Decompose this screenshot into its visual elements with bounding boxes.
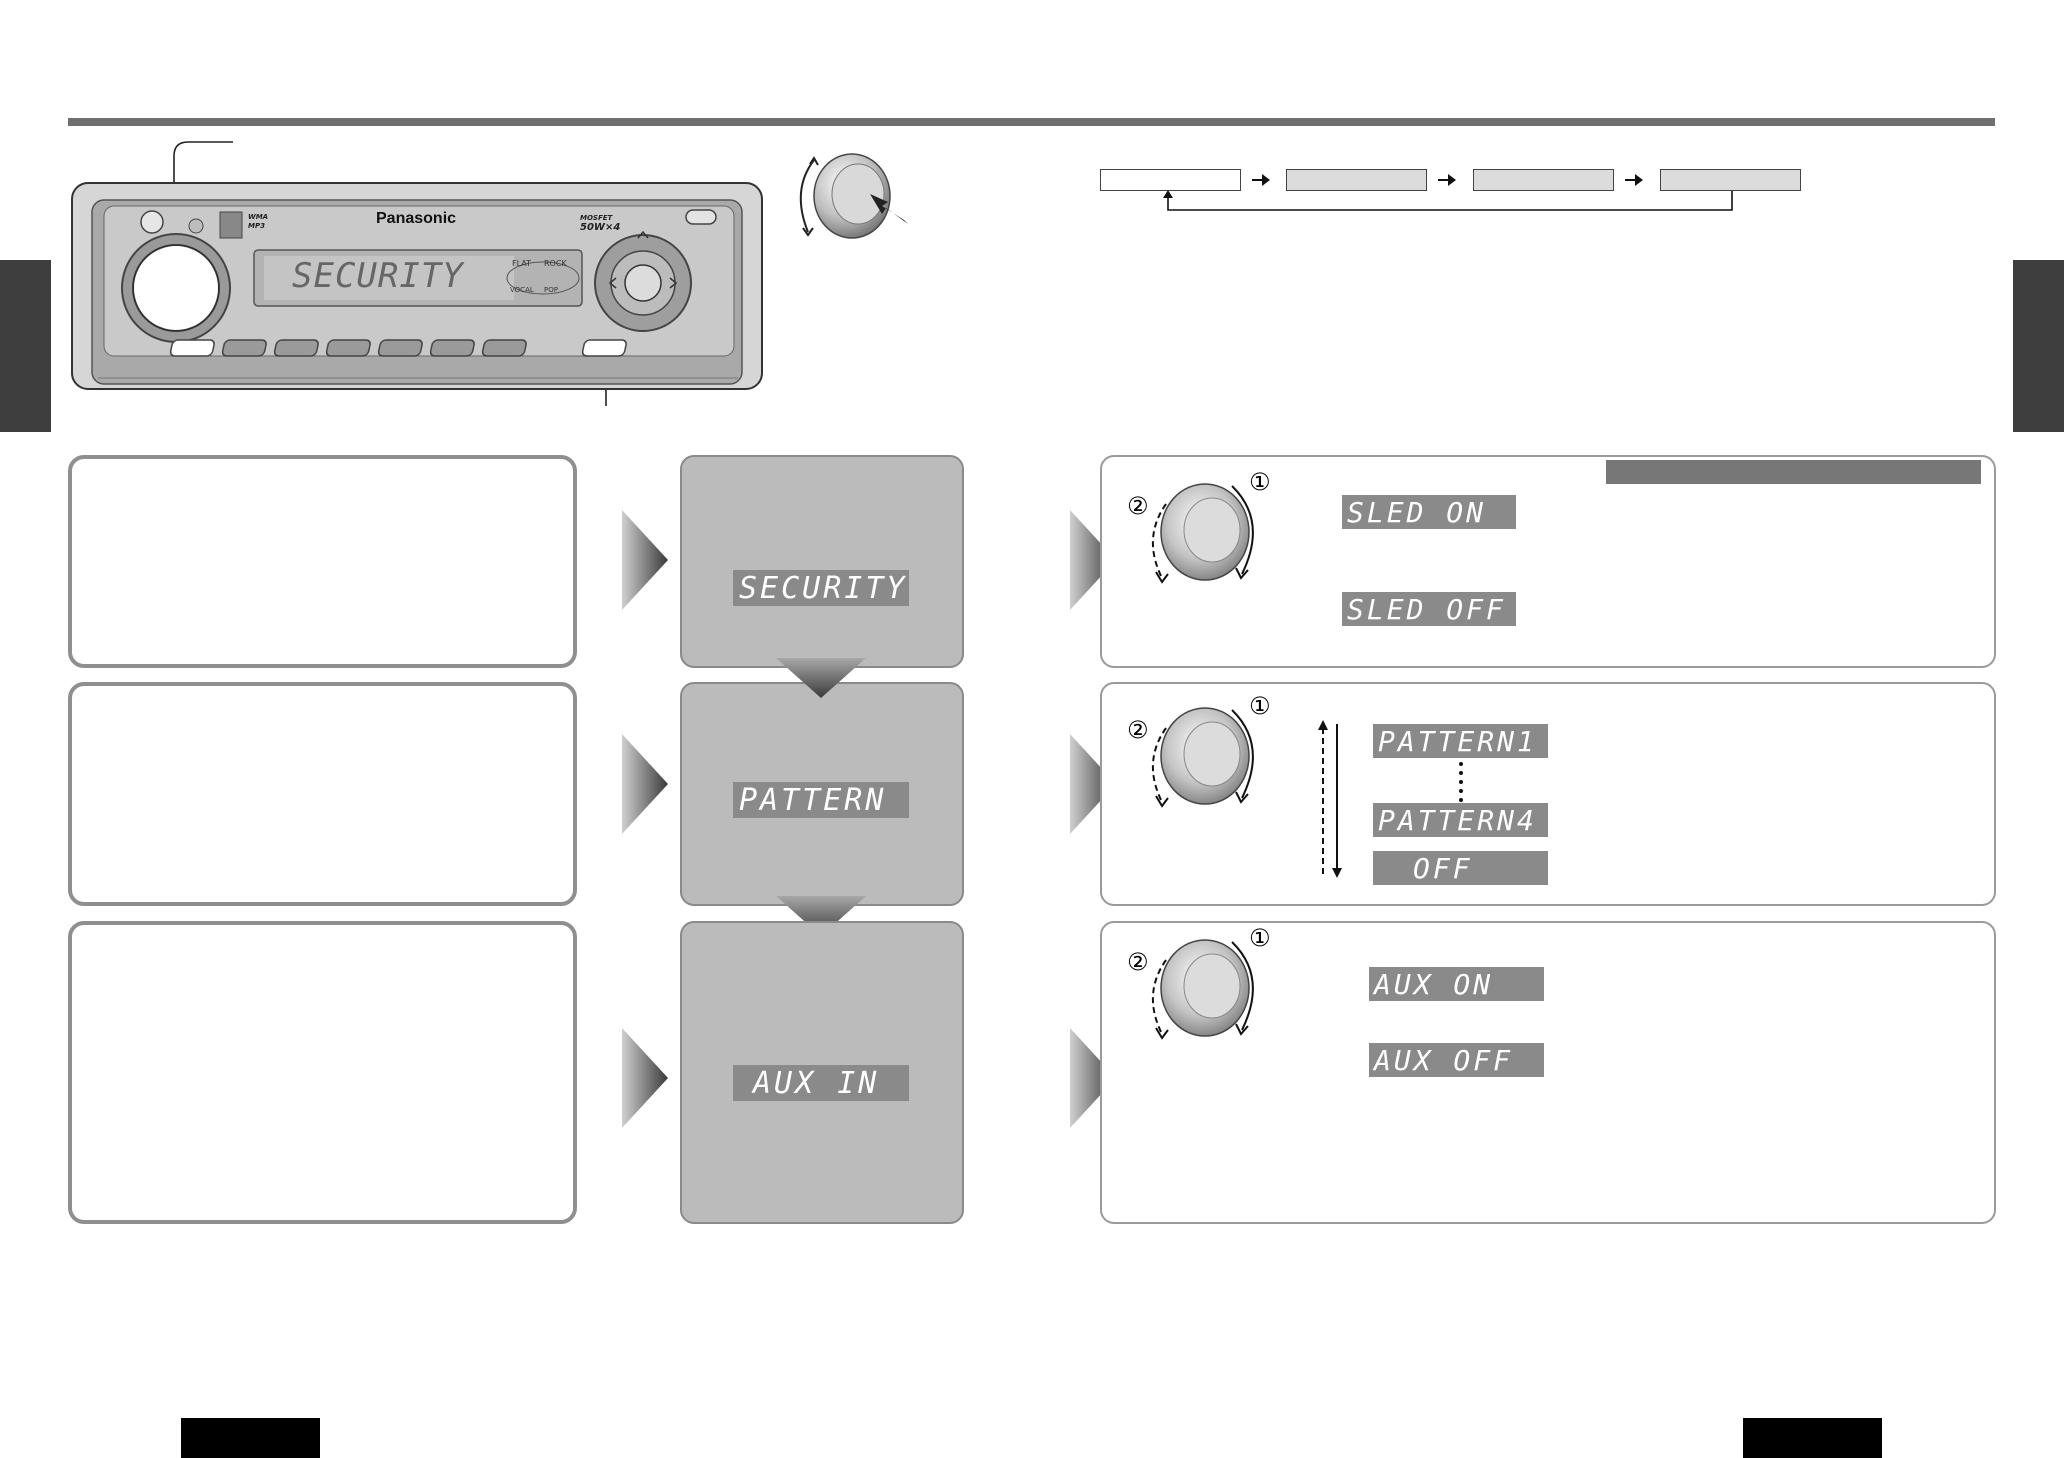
lcd-aux-off: AUX OFF: [1369, 1043, 1544, 1077]
eq-rock-label: ROCK: [544, 259, 567, 268]
flow-arrow-icon: [1252, 174, 1270, 186]
setting-panel-pattern: PATTERN1 PATTERN4 OFF: [1100, 682, 1996, 906]
leader-line-knob: [173, 141, 233, 258]
rotary-knob-icon: [1152, 939, 1254, 1040]
lcd-pattern-4: PATTERN4: [1373, 803, 1548, 837]
top-rule: [68, 118, 1995, 126]
step-2-marker: ②: [1127, 716, 1149, 744]
side-tab-right: [2013, 260, 2064, 432]
description-box-3: [68, 921, 577, 1224]
eq-pop-label: POP: [544, 286, 558, 294]
mp3-badge: MP3: [248, 222, 265, 230]
ellipsis-dots: [1459, 762, 1463, 802]
step-2-marker: ②: [1127, 948, 1149, 976]
step-1-marker: ①: [1249, 692, 1271, 720]
push-knob-illustration: [799, 153, 908, 239]
small-round-button: [140, 210, 164, 234]
flow-arrow-icon: [1438, 174, 1456, 186]
arrow-down-icon: [776, 658, 866, 698]
flow-step-4: [1660, 169, 1801, 191]
volume-knob: [132, 244, 220, 332]
step-1-marker: ①: [1249, 468, 1271, 496]
step-2-marker: ②: [1127, 492, 1149, 520]
wma-badge: WMA: [248, 213, 269, 221]
car-radio-illustration: [71, 141, 763, 406]
arrow-right-icon: [1070, 510, 1116, 610]
lcd-pattern: PATTERN: [733, 782, 909, 818]
lcd-security: SECURITY: [733, 570, 909, 606]
eject-button: [685, 209, 717, 225]
flow-step-2: [1286, 169, 1427, 191]
arrow-down-icon: [776, 896, 866, 936]
page-number-tab-left: [181, 1418, 320, 1458]
eq-vocal-label: VOCAL: [510, 286, 534, 294]
brand-logo: Panasonic: [376, 210, 457, 227]
radio-display-text: SECURITY: [292, 256, 464, 296]
lcd-sled-on: SLED ON: [1342, 495, 1516, 529]
rotary-knob-icon: [1152, 707, 1254, 808]
step-1-marker: ①: [1249, 924, 1271, 952]
flow-return-arrow: [1163, 190, 1733, 211]
side-tab-left: [0, 260, 51, 432]
cycle-updown-arrow-icon: [1318, 720, 1342, 878]
panel-header-bar: [1606, 460, 1981, 484]
mode-panel-pattern: PATTERN: [680, 682, 964, 906]
preset-buttons: [169, 339, 627, 357]
arrow-right-icon: [1070, 1028, 1116, 1128]
flow-step-1: [1100, 169, 1241, 191]
mosfet-badge: MOSFET: [580, 214, 613, 222]
lcd-sled-off: SLED OFF: [1342, 592, 1516, 626]
arrow-right-icon: [622, 1028, 668, 1128]
flow-arrow-icon: [1625, 174, 1643, 186]
arrow-right-icon: [622, 734, 668, 834]
arrow-right-icon: [622, 510, 668, 610]
mode-panel-aux: AUX IN: [680, 921, 964, 1224]
play-pause-button: [624, 264, 662, 302]
lcd-pattern-off: OFF: [1373, 851, 1548, 885]
arrow-right-icon: [1070, 734, 1116, 834]
lcd-aux-on: AUX ON: [1369, 967, 1544, 1001]
eq-flat-label: FLAT: [512, 259, 531, 268]
description-box-2: [68, 682, 577, 906]
setting-panel-security: SLED ON SLED OFF: [1100, 455, 1996, 668]
page-number-tab-right: [1743, 1418, 1882, 1458]
mode-panel-security: SECURITY: [680, 455, 964, 668]
lcd-aux-in: AUX IN: [733, 1065, 909, 1101]
power-badge: 50W×4: [580, 222, 621, 233]
lcd-pattern-1: PATTERN1: [1373, 724, 1548, 758]
flow-step-3: [1473, 169, 1614, 191]
description-box-1: [68, 455, 577, 668]
setting-panel-aux: AUX ON AUX OFF: [1100, 921, 1996, 1224]
rotary-knob-icon: [1152, 483, 1254, 584]
